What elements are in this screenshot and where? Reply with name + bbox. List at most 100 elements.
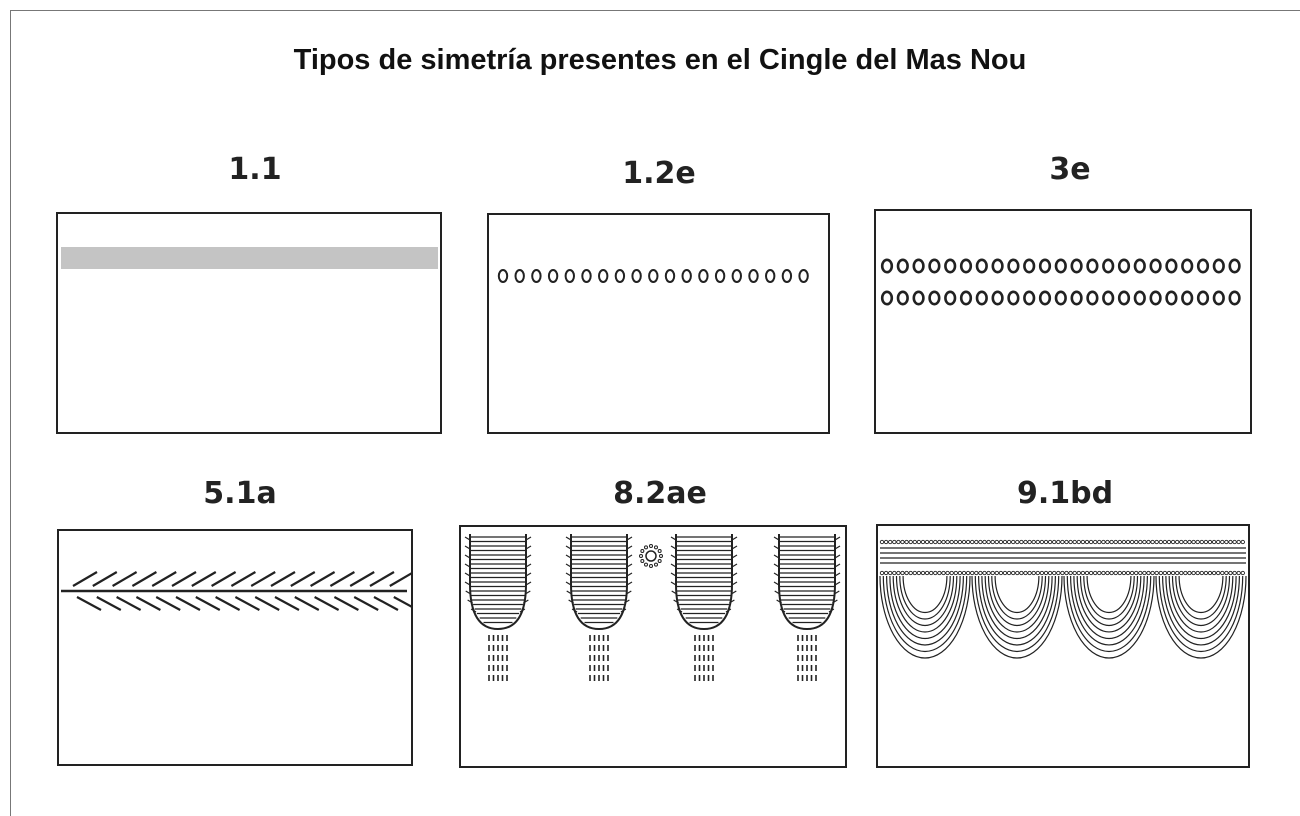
bead	[1224, 539, 1229, 545]
upper-stroke	[151, 571, 177, 587]
bead	[924, 570, 930, 576]
bead	[1052, 539, 1057, 545]
bead	[1170, 539, 1176, 545]
lower-stroke	[373, 596, 399, 611]
bead	[920, 570, 926, 576]
circle-motif	[1102, 258, 1115, 274]
bead	[1035, 570, 1040, 576]
bead	[978, 539, 983, 545]
circle-motif	[714, 269, 726, 283]
circle-motif	[1038, 258, 1052, 274]
upper-stroke	[72, 571, 98, 587]
bead	[974, 570, 979, 576]
circle-motif	[664, 269, 676, 283]
bead	[1228, 570, 1233, 576]
bead	[1162, 539, 1168, 545]
bead	[1207, 570, 1213, 576]
bead	[1076, 570, 1081, 576]
lower-stroke	[135, 596, 161, 611]
panel-3e	[874, 209, 1252, 434]
bead	[1179, 570, 1184, 576]
bead	[1088, 539, 1094, 545]
bead	[1101, 570, 1106, 576]
circle-motif	[1086, 258, 1099, 274]
lower-stroke	[215, 596, 241, 611]
bead	[1142, 570, 1147, 576]
circle-motif	[1212, 290, 1225, 306]
bead	[1220, 539, 1225, 545]
circle-motif	[959, 258, 973, 274]
circle-motif	[1196, 258, 1210, 274]
bead	[1027, 570, 1032, 576]
upper-stroke	[389, 572, 411, 587]
figure-title: Tipos de simetría presentes en el Cingle…	[293, 44, 1027, 76]
panel-1-2e	[487, 213, 830, 434]
bead	[1019, 570, 1024, 576]
circle-motif	[959, 290, 973, 306]
bead	[990, 570, 995, 576]
upper-stroke	[329, 571, 355, 587]
bead	[1121, 570, 1127, 576]
bead	[1027, 539, 1032, 545]
bead	[1113, 539, 1118, 545]
bead	[916, 539, 922, 545]
bead	[883, 570, 889, 576]
bead	[1166, 539, 1172, 545]
bead	[978, 570, 983, 576]
bead	[1068, 570, 1073, 576]
circle-motif	[497, 269, 509, 283]
bead	[933, 539, 938, 545]
bead	[1138, 539, 1143, 545]
lower-stroke	[155, 596, 181, 611]
bead	[920, 539, 926, 545]
bead	[912, 539, 917, 545]
upper-stroke	[112, 571, 138, 587]
bead	[1232, 570, 1237, 576]
bead	[896, 570, 901, 576]
bead	[1154, 539, 1159, 545]
bead	[953, 570, 958, 576]
bead	[986, 539, 991, 545]
bead	[908, 539, 913, 545]
bead	[1039, 539, 1045, 545]
circle-motif	[991, 258, 1004, 274]
bead	[1211, 539, 1217, 545]
circle-motif	[1023, 258, 1036, 274]
bead	[1109, 570, 1114, 576]
panel-8-2ae	[459, 525, 847, 768]
circle-motif	[896, 290, 909, 306]
lower-stroke	[96, 596, 122, 611]
bead	[1097, 570, 1102, 576]
circle-motif	[1196, 290, 1210, 306]
bead	[957, 570, 963, 576]
bead	[1105, 570, 1110, 576]
circle-motif	[1007, 290, 1020, 306]
bead	[1035, 539, 1040, 545]
tassel-motif	[565, 534, 633, 681]
bead	[965, 570, 971, 576]
panel-label-5-1a: 5.1a	[203, 476, 277, 511]
bead	[1068, 539, 1073, 545]
upper-stroke	[369, 571, 395, 587]
tassel-motif	[464, 534, 532, 681]
bead	[1240, 570, 1245, 576]
bead	[1011, 539, 1016, 545]
bead	[1060, 539, 1065, 545]
panel-label-3e: 3e	[1049, 152, 1091, 187]
bead	[933, 570, 938, 576]
circle-motif	[944, 290, 957, 306]
bead	[1158, 539, 1163, 545]
bead	[1125, 539, 1131, 545]
bead	[994, 570, 999, 576]
circle-motif	[731, 269, 743, 283]
circle-motif	[581, 269, 592, 283]
bead	[1097, 539, 1102, 545]
circle-motif	[614, 269, 626, 283]
lower-stroke	[254, 596, 280, 611]
bead	[1006, 570, 1012, 576]
lower-stroke	[353, 596, 379, 611]
bead	[924, 539, 930, 545]
bead	[1015, 539, 1020, 545]
panel-label-1-2e: 1.2e	[622, 156, 696, 191]
bead	[1187, 570, 1192, 576]
